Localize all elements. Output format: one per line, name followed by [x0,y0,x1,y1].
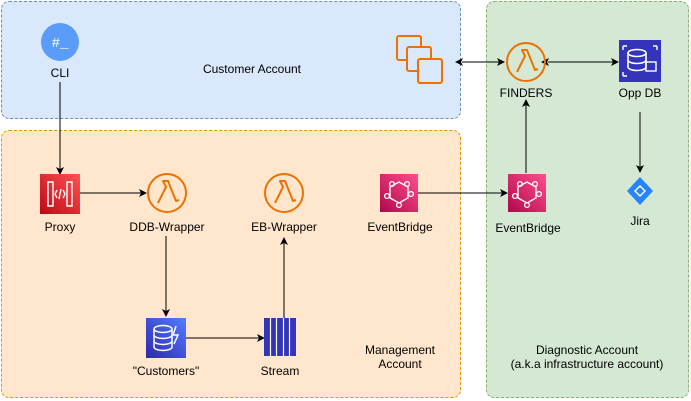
jira-label: Jira [630,214,650,228]
lambda-icon [264,173,304,213]
database-icon [619,40,661,82]
api-gateway-icon [40,174,80,214]
opp-db-node[interactable] [619,40,661,82]
proxy-label: Proxy [44,220,76,234]
eb-wrapper-node[interactable] [263,172,305,214]
eventbridge-icon [508,174,546,212]
terminal-icon: #_ [41,23,79,61]
finders-node[interactable] [505,41,547,83]
dynamodb-icon [146,318,186,358]
eventbridge-management-label: EventBridge [367,220,433,234]
jira-node[interactable] [626,176,654,208]
lambda-icon [506,42,546,82]
multiple-instances-node[interactable] [396,34,444,86]
jira-icon [627,177,653,205]
management-account-label: Management Account [360,343,440,371]
ddb-wrapper-label: DDB-Wrapper [129,220,205,234]
customers-table-label: "Customers" [132,364,200,378]
stream-node[interactable] [264,318,296,356]
eb-wrapper-label: EB-Wrapper [251,220,317,234]
eventbridge-icon [380,174,418,212]
proxy-node[interactable] [40,174,80,214]
lambda-icon [147,173,187,213]
opp-db-label: Opp DB [618,86,662,100]
multiple-instances-icon [396,35,443,84]
ddb-wrapper-node[interactable] [146,172,188,214]
diagnostic-label-line2: (a.k.a infrastructure account) [510,357,664,371]
svg-text:#_: #_ [52,36,69,52]
customer-account-label: Customer Account [202,62,302,76]
customers-table-node[interactable] [146,318,186,358]
diagnostic-label-line1: Diagnostic Account [535,343,639,357]
kinesis-stream-icon [264,318,296,356]
cli-label: CLI [50,66,70,80]
eventbridge-diagnostic-label: EventBridge [495,221,561,235]
eventbridge-management-node[interactable] [380,174,418,212]
customer-account-region [1,1,461,119]
management-label-line2: Account [378,357,422,371]
finders-label: FINDERS [499,86,553,100]
cli-node[interactable]: #_ [40,22,80,62]
diagnostic-account-label: Diagnostic Account (a.k.a infrastructure… [502,343,672,371]
management-label-line1: Management [364,343,436,357]
eventbridge-diagnostic-node[interactable] [508,174,546,212]
stream-label: Stream [260,364,300,378]
